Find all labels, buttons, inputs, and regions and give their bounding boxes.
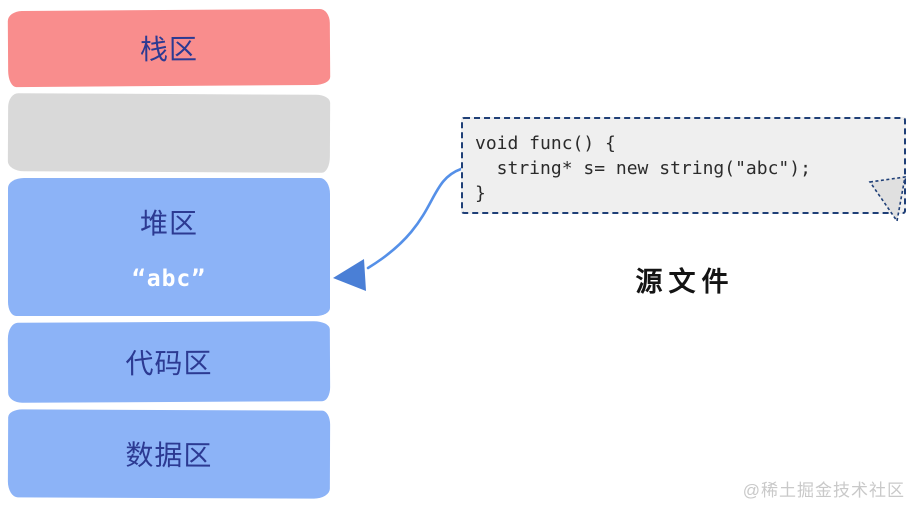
region-data: 数据区	[7, 409, 331, 499]
region-code: 代码区	[7, 321, 331, 403]
code-note: void func() { string* s= new string("abc…	[461, 117, 906, 224]
region-code-label: 代码区	[125, 347, 213, 380]
source-file-caption: 源文件	[635, 267, 735, 297]
code-line: void func() {	[475, 133, 616, 154]
heap-string-value: “abc”	[131, 266, 207, 292]
region-heap: 堆区 “abc”	[8, 178, 330, 316]
region-heap-label: 堆区	[139, 208, 198, 239]
code-line: }	[475, 183, 486, 204]
watermark: @稀土掘金技术社区	[742, 481, 905, 500]
region-stack: 栈区	[7, 8, 331, 88]
region-data-label: 数据区	[125, 439, 213, 472]
region-reserved	[7, 93, 331, 173]
code-line: string* s= new string("abc");	[475, 158, 811, 179]
region-stack-label: 栈区	[139, 33, 199, 66]
